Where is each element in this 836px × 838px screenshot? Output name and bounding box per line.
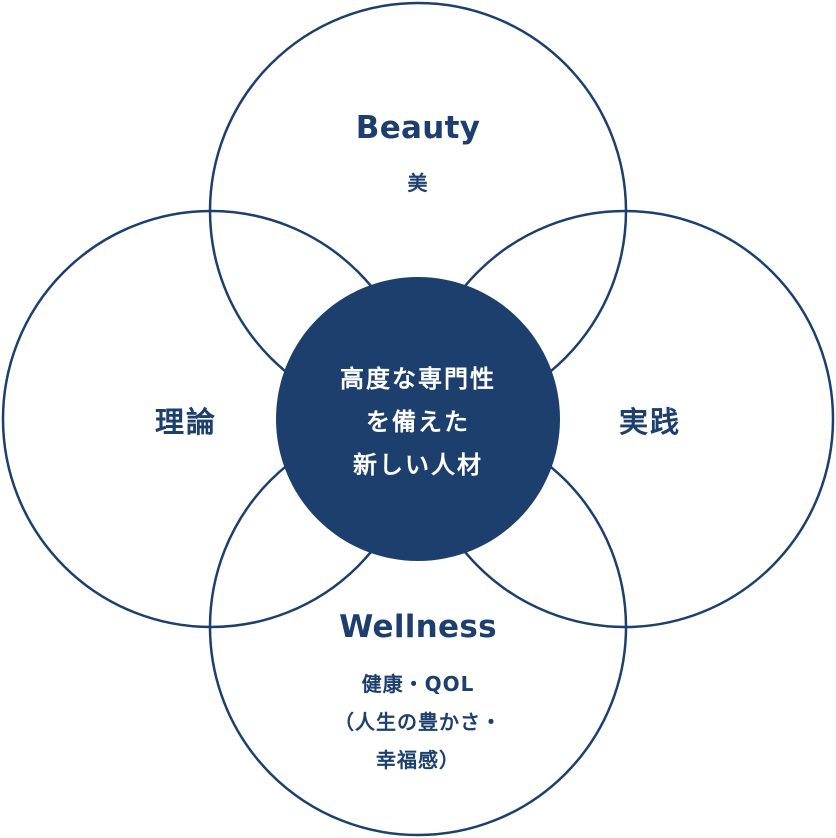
theory-label: 理論 (154, 405, 217, 439)
wellness-description: 健康・QOL （人生の豊かさ・ 幸福感） (268, 665, 568, 779)
center-circle (276, 277, 560, 561)
center-message: 高度な専門性 を備えた 新しい人材 (283, 358, 553, 487)
practice-label: 実践 (618, 405, 681, 439)
wellness-line-2: （人生の豊かさ・ (334, 710, 502, 734)
wellness-line-1: 健康・QOL (361, 672, 475, 696)
beauty-subtitle: 美 (407, 171, 429, 195)
beauty-title: Beauty (355, 110, 481, 146)
center-line-1: 高度な専門性 (340, 365, 496, 393)
wellness-line-3: 幸福感） (376, 748, 460, 772)
center-line-2: を備えた (366, 408, 470, 436)
wellness-title: Wellness (339, 609, 497, 645)
center-line-3: 新しい人材 (353, 451, 483, 479)
